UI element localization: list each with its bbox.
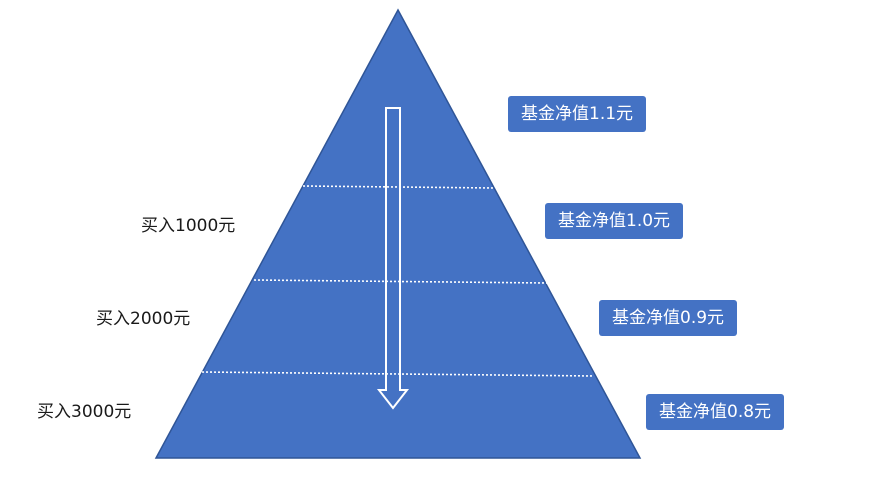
nav-badge-1-0: 基金净值1.0元 [545, 203, 684, 239]
nav-badge-0-8: 基金净值0.8元 [646, 394, 785, 430]
buy-label-3000: 买入3000元 [37, 402, 132, 422]
nav-badge-1-1: 基金净值1.1元 [508, 96, 647, 132]
buy-label-1000: 买入1000元 [141, 216, 236, 236]
pyramid-divider-2 [253, 279, 548, 284]
down-arrow [376, 107, 410, 410]
nav-badge-0-9: 基金净值0.9元 [599, 300, 738, 336]
buy-label-2000: 买入2000元 [96, 309, 191, 329]
pyramid-divider-3 [201, 371, 595, 377]
pyramid-shape [154, 8, 642, 459]
